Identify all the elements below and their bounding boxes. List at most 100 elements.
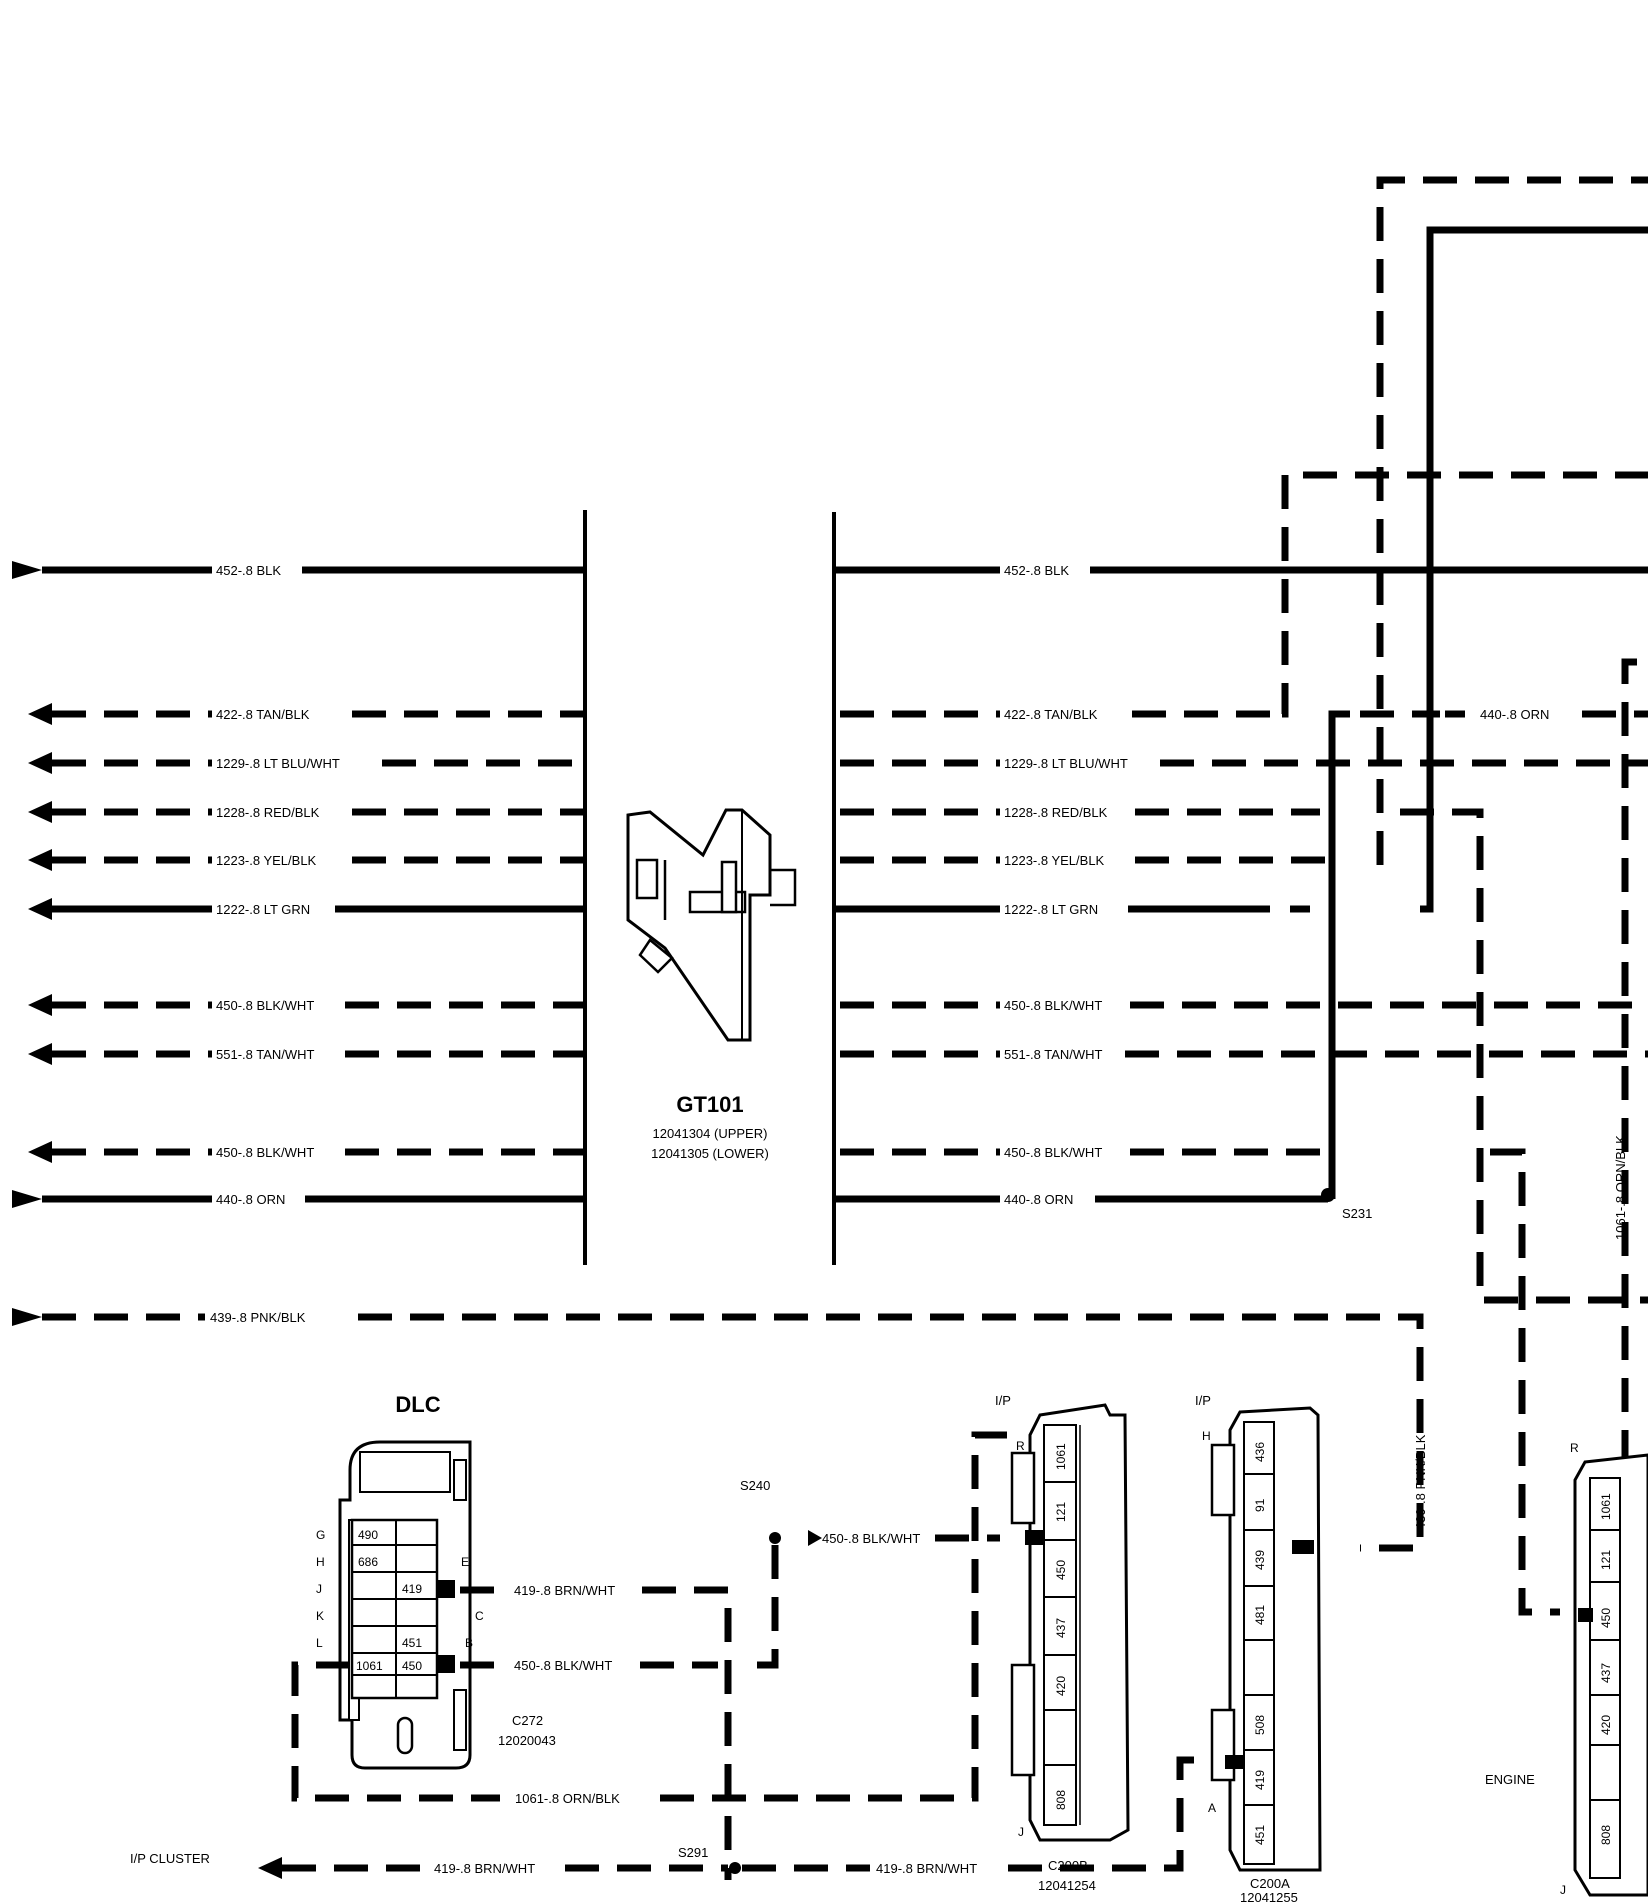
c200b-cell: 420 bbox=[1054, 1676, 1068, 1696]
gt101-title: GT101 bbox=[676, 1092, 743, 1117]
right-wire-label: 452-.8 BLK bbox=[1004, 563, 1069, 578]
c200b-title: C200B bbox=[1048, 1858, 1088, 1873]
blk-wht-lower-label: 450-.8 BLK/WHT bbox=[514, 1658, 612, 1673]
engine-cell: 808 bbox=[1599, 1825, 1613, 1845]
dlc-pin-label: E bbox=[461, 1555, 469, 1569]
c200a-cell: 419 bbox=[1253, 1770, 1267, 1790]
left-arrow-icon bbox=[28, 801, 52, 823]
c200b-pin-top: R bbox=[1016, 1439, 1025, 1453]
c200b-cell: 450 bbox=[1054, 1560, 1068, 1580]
c200b-pin-bottom: J bbox=[1018, 1825, 1024, 1839]
c200a-ip-label: I/P bbox=[1195, 1393, 1211, 1408]
engine-cell: 450 bbox=[1599, 1608, 1613, 1628]
left-arrow-icon bbox=[28, 703, 52, 725]
left-wire-label: 450-.8 BLK/WHT bbox=[216, 1145, 314, 1160]
right-wire-label: 450-.8 BLK/WHT bbox=[1004, 998, 1102, 1013]
right-wire-label: 422-.8 TAN/BLK bbox=[1004, 707, 1098, 722]
left-wire-label: 1222-.8 LT GRN bbox=[216, 902, 310, 917]
right-wire-label: 551-.8 TAN/WHT bbox=[1004, 1047, 1103, 1062]
dlc-pin-label: C bbox=[475, 1609, 484, 1623]
c200a-cell: 439 bbox=[1253, 1550, 1267, 1570]
left-arrow-icon bbox=[28, 849, 52, 871]
left-wire-label: 1228-.8 RED/BLK bbox=[216, 805, 320, 820]
orn-440-label: 440-.8 ORN bbox=[1480, 707, 1549, 722]
left-wire-label: 422-.8 TAN/BLK bbox=[216, 707, 310, 722]
dlc-title: DLC bbox=[395, 1392, 440, 1417]
dlc-pin-label: B bbox=[465, 1636, 473, 1650]
gt101-part-lower: 12041305 (LOWER) bbox=[651, 1146, 769, 1161]
lower-wiring: 419-.8 BRN/WHT 450-.8 BLK/WHT S240 450-.… bbox=[258, 1431, 1228, 1880]
engine-label: ENGINE bbox=[1485, 1772, 1535, 1787]
c200a-pin-bottom: A bbox=[1208, 1801, 1216, 1815]
c200a-pin-top: H bbox=[1202, 1429, 1211, 1443]
dlc-pin-label: H bbox=[316, 1555, 325, 1569]
engine-cell: 121 bbox=[1599, 1550, 1613, 1570]
right-wire-group: 452-.8 BLK 422-.8 TAN/BLK 1229-.8 LT BLU… bbox=[834, 563, 1648, 1207]
right-wire-label: 1223-.8 YEL/BLK bbox=[1004, 853, 1105, 868]
c200b-cell: 437 bbox=[1054, 1618, 1068, 1638]
c200a-cell: 481 bbox=[1253, 1605, 1267, 1625]
dlc-cell: 686 bbox=[358, 1555, 378, 1569]
c200b-ip-label: I/P bbox=[995, 1393, 1011, 1408]
c200a-cell: 91 bbox=[1253, 1498, 1267, 1512]
brn-wht-upper-label: 419-.8 BRN/WHT bbox=[514, 1583, 615, 1598]
right-arrow-icon bbox=[12, 1308, 42, 1326]
splice-s231-label: S231 bbox=[1342, 1206, 1372, 1221]
engine-pin-top: R bbox=[1570, 1441, 1579, 1455]
dlc-cell: 450 bbox=[402, 1659, 422, 1673]
pnk-blk-vertical-label: 439-.8 PNK/BLK bbox=[1413, 1434, 1428, 1530]
orn-blk-label: 1061-.8 ORN/BLK bbox=[515, 1791, 620, 1806]
left-wire-label: 551-.8 TAN/WHT bbox=[216, 1047, 315, 1062]
s240-blk-wht-label: 450-.8 BLK/WHT bbox=[822, 1531, 920, 1546]
left-arrow-icon bbox=[258, 1857, 282, 1879]
right-arrow-icon bbox=[12, 561, 42, 579]
engine-pin-bottom: J bbox=[1560, 1883, 1566, 1897]
dlc-cell: 1061 bbox=[356, 1659, 383, 1673]
splice-s291-label: S291 bbox=[678, 1845, 708, 1860]
right-wire-label: 1229-.8 LT BLU/WHT bbox=[1004, 756, 1128, 771]
c200a-connector bbox=[1210, 1406, 1322, 1872]
brn-wht-cluster-label: 419-.8 BRN/WHT bbox=[434, 1861, 535, 1876]
c200a-cell: 451 bbox=[1253, 1825, 1267, 1845]
right-wire-label: 1228-.8 RED/BLK bbox=[1004, 805, 1108, 820]
left-wire-label: 1223-.8 YEL/BLK bbox=[216, 853, 317, 868]
left-wire-label: 1229-.8 LT BLU/WHT bbox=[216, 756, 340, 771]
brn-wht-c200a-label: 419-.8 BRN/WHT bbox=[876, 1861, 977, 1876]
left-arrow-icon bbox=[28, 898, 52, 920]
c200a-title: C200A bbox=[1250, 1876, 1290, 1891]
c200b-connector bbox=[1010, 1403, 1130, 1842]
left-wire-label: 440-.8 ORN bbox=[216, 1192, 285, 1207]
splice-s240 bbox=[769, 1532, 781, 1544]
orn-blk-vertical-label: 1061-.8 ORN/BLK bbox=[1613, 1135, 1628, 1240]
dlc-cell: 490 bbox=[358, 1528, 378, 1542]
splice-s231 bbox=[1321, 1188, 1335, 1202]
c200b-part: 12041254 bbox=[1038, 1878, 1096, 1893]
dlc-connector bbox=[338, 1440, 472, 1770]
gt101-part-upper: 12041304 (UPPER) bbox=[653, 1126, 768, 1141]
dlc-pin-label: K bbox=[316, 1609, 324, 1623]
right-wire-label: 450-.8 BLK/WHT bbox=[1004, 1145, 1102, 1160]
upper-right-routing: 440-.8 ORN 1061-.8 ORN/BLK bbox=[1281, 176, 1648, 1620]
c200b-cell: 121 bbox=[1054, 1502, 1068, 1522]
splice-s291 bbox=[729, 1862, 741, 1874]
left-arrow-icon bbox=[28, 1141, 52, 1163]
gt101-connector-drawing bbox=[626, 808, 797, 1042]
dlc-pin-label: L bbox=[316, 1636, 323, 1650]
left-wire-group: 452-.8 BLK 422-.8 TAN/BLK 1229-.8 LT BLU… bbox=[12, 561, 585, 1208]
right-arrow-icon bbox=[12, 1190, 42, 1208]
engine-cell: 420 bbox=[1599, 1715, 1613, 1735]
right-wire-label: 440-.8 ORN bbox=[1004, 1192, 1073, 1207]
dlc-cell: 419 bbox=[402, 1582, 422, 1596]
right-wire-label: 1222-.8 LT GRN bbox=[1004, 902, 1098, 917]
dlc-pin-label: G bbox=[316, 1528, 325, 1542]
c200a-cell: 436 bbox=[1253, 1442, 1267, 1462]
left-wire-label: 450-.8 BLK/WHT bbox=[216, 998, 314, 1013]
left-wire-label: 452-.8 BLK bbox=[216, 563, 281, 578]
dlc-part-number: 12020043 bbox=[498, 1733, 556, 1748]
left-arrow-icon bbox=[28, 994, 52, 1016]
dlc-cell: 451 bbox=[402, 1636, 422, 1650]
dlc-connector-id: C272 bbox=[512, 1713, 543, 1728]
c200b-cell: 808 bbox=[1054, 1790, 1068, 1810]
engine-cell: 437 bbox=[1599, 1663, 1613, 1683]
